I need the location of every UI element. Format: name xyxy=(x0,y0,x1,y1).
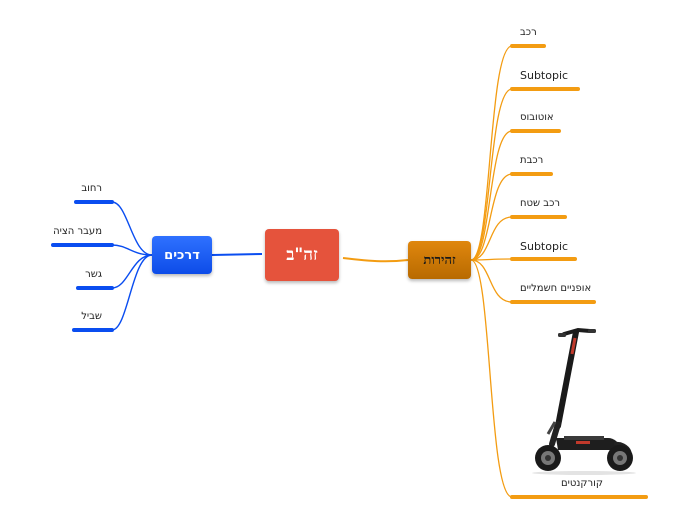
subtopic-ofanaim-hashmaliim[interactable]: אופניים חשמליים xyxy=(520,283,592,294)
link-central-left xyxy=(211,253,263,256)
subtopic-autobus[interactable]: אוטובוס xyxy=(520,112,554,123)
subtopic-placeholder-1[interactable]: Subtopic xyxy=(520,69,569,82)
subtopic-rakevet[interactable]: רכבת xyxy=(520,155,544,166)
electric-scooter-image xyxy=(532,327,636,475)
central-topic[interactable]: זה"ב xyxy=(265,229,339,281)
subtopic-rehov[interactable]: רחוב xyxy=(81,183,102,194)
central-topic-label: זה"ב xyxy=(286,245,318,265)
main-topic-caution[interactable]: זהירות xyxy=(408,241,471,279)
subtopic-gesher[interactable]: גשר xyxy=(85,269,102,280)
subtopic-rechev[interactable]: רכב xyxy=(520,27,537,38)
subtopic-placeholder-2[interactable]: Subtopic xyxy=(520,240,569,253)
main-topic-roads-label: דרכים xyxy=(164,247,200,263)
main-topic-roads[interactable]: דרכים xyxy=(152,236,212,274)
subtopic-rechev-shetach[interactable]: רכב שטח xyxy=(520,198,560,209)
main-topic-caution-label: זהירות xyxy=(423,253,456,268)
link-central-right xyxy=(342,257,409,263)
subtopic-maavar-hatsiya[interactable]: מעבר הציה xyxy=(53,226,102,237)
subtopic-korkinetim[interactable]: קורקנטים xyxy=(561,478,603,489)
subtopic-shvil[interactable]: שביל xyxy=(81,311,102,322)
